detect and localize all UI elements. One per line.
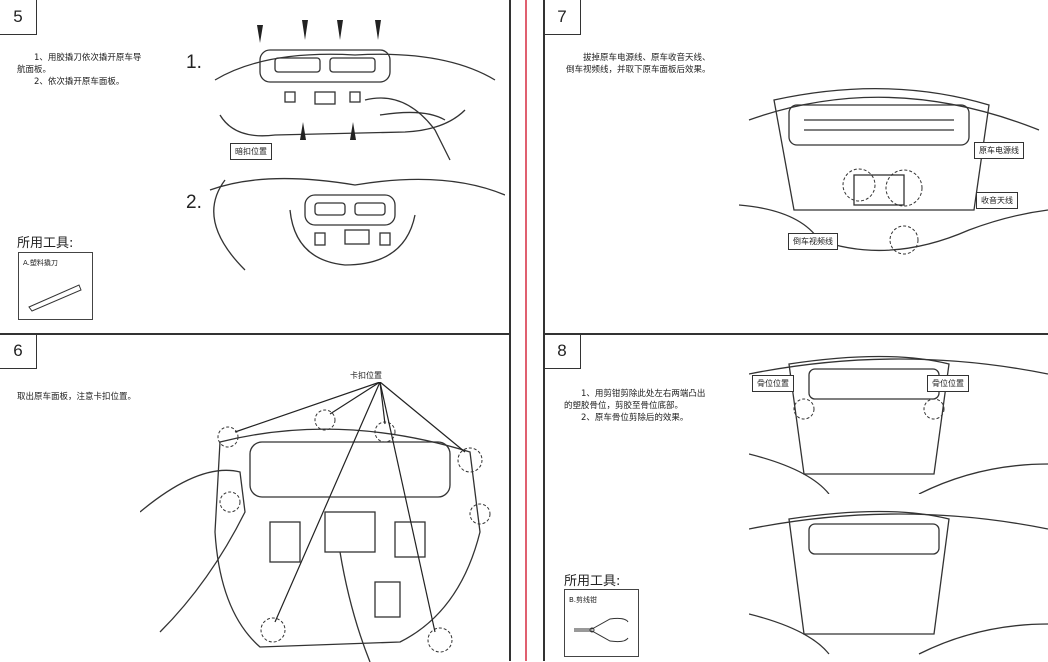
radio-antenna-callout: 收音天线 xyxy=(976,192,1018,209)
step-number: 5 xyxy=(0,0,37,35)
step-instructions: 1、用剪钳剪除此处左右两端凸出的塑胶骨位，剪胶至骨位底部。 2、原车骨位剪除后的… xyxy=(564,389,706,423)
reverse-camera-cable-callout: 倒车视频线 xyxy=(788,233,838,250)
pry-tool-icon xyxy=(28,284,82,312)
step-instructions: 1、用胶撬刀依次撬开原车导航面板。 2、依次撬开原车面板。 xyxy=(17,53,142,87)
wire-cutter-icon xyxy=(574,617,629,643)
rib-position-callout-left: 骨位位置 xyxy=(752,375,794,392)
power-cable-callout: 原车电源线 xyxy=(974,142,1024,159)
step-6-panel: 6 取出原车面板，注意卡扣位置。 卡扣位置 xyxy=(0,334,509,662)
step-number: 6 xyxy=(0,334,37,369)
panel-border-right xyxy=(543,0,545,661)
tool-card: B.剪线钳 xyxy=(564,589,639,657)
trimmed-dash-illustration-2 xyxy=(749,510,1048,655)
step-7-panel: 7 拔掉原车电源线、原车收音天线、倒车视频线，并取下原车面板后效果。 原车电源线… xyxy=(544,0,1048,333)
step-instructions: 拔掉原车电源线、原车收音天线、倒车视频线，并取下原车面板后效果。 xyxy=(566,53,711,75)
step-8-panel: 8 1、用剪钳剪除此处左右两端凸出的塑胶骨位，剪胶至骨位底部。 2、原车骨位剪除… xyxy=(544,334,1048,661)
panel-illustration xyxy=(140,382,491,662)
tool-name: A.塑料撬刀 xyxy=(23,259,58,267)
panel-border-left xyxy=(509,0,511,661)
dash-without-panel-illustration xyxy=(739,87,1048,255)
dashboard-illustration xyxy=(209,20,505,271)
tools-title: 所用工具: xyxy=(564,574,621,589)
step-instructions: 取出原车面板，注意卡扣位置。 xyxy=(17,392,137,402)
row-divider-left xyxy=(0,333,510,335)
sub-label-2: 2. xyxy=(186,192,202,213)
clip-callout: 卡扣位置 xyxy=(350,371,382,380)
rib-position-callout-right: 骨位位置 xyxy=(927,375,969,392)
tools-title: 所用工具: xyxy=(17,236,74,251)
row-divider-right xyxy=(543,333,1048,335)
tool-card: A.塑料撬刀 xyxy=(18,252,93,320)
center-fold-line xyxy=(525,0,527,661)
tool-name: B.剪线钳 xyxy=(569,596,598,604)
step-5-panel: 5 1、用胶撬刀依次撬开原车导航面板。 2、依次撬开原车面板。 1. 2. 暗扣… xyxy=(0,0,509,333)
step-number: 7 xyxy=(544,0,581,35)
step-number: 8 xyxy=(544,334,581,369)
hidden-clip-callout: 暗扣位置 xyxy=(230,143,272,160)
sub-label-1: 1. xyxy=(186,52,202,73)
